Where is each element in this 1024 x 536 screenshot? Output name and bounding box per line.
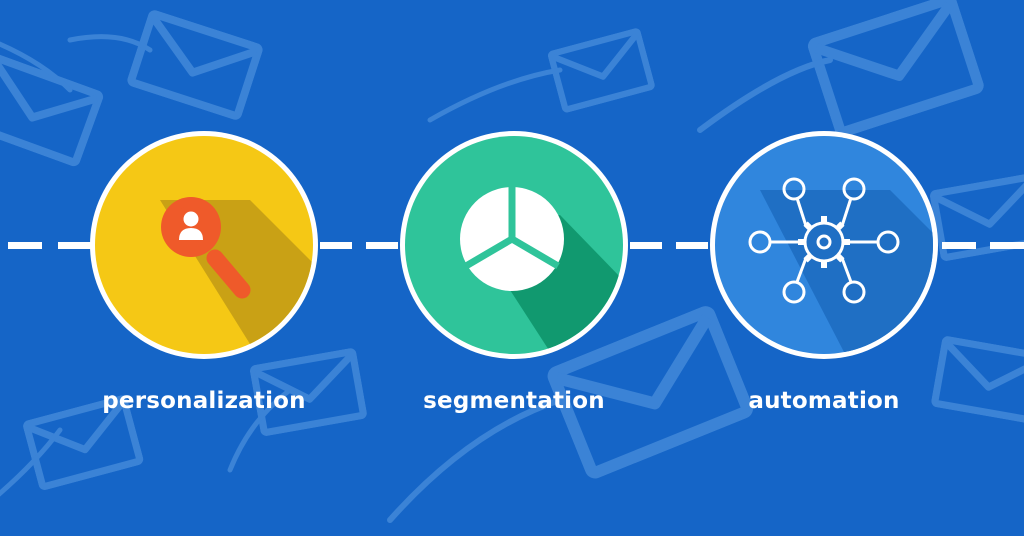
personalization-label: personalization bbox=[102, 388, 306, 414]
gear-network-icon bbox=[748, 177, 900, 304]
envelope-icon bbox=[0, 398, 140, 497]
dashed-connector-line bbox=[8, 242, 1024, 249]
envelope-icon bbox=[427, 31, 652, 123]
automation-label: automation bbox=[748, 388, 900, 414]
segmentation-label: segmentation bbox=[423, 388, 605, 414]
user-magnifier-icon bbox=[161, 197, 251, 299]
background-envelopes bbox=[0, 0, 1024, 523]
envelope-icon bbox=[697, 0, 980, 133]
pie-chart-icon bbox=[460, 186, 564, 291]
envelope-icon bbox=[0, 41, 100, 163]
envelope-icon bbox=[67, 13, 259, 116]
automation-badge bbox=[710, 131, 938, 359]
envelope-icon bbox=[227, 351, 364, 473]
long-shadow bbox=[760, 190, 933, 354]
envelope-icon bbox=[387, 311, 748, 523]
personalization-badge bbox=[90, 131, 318, 359]
